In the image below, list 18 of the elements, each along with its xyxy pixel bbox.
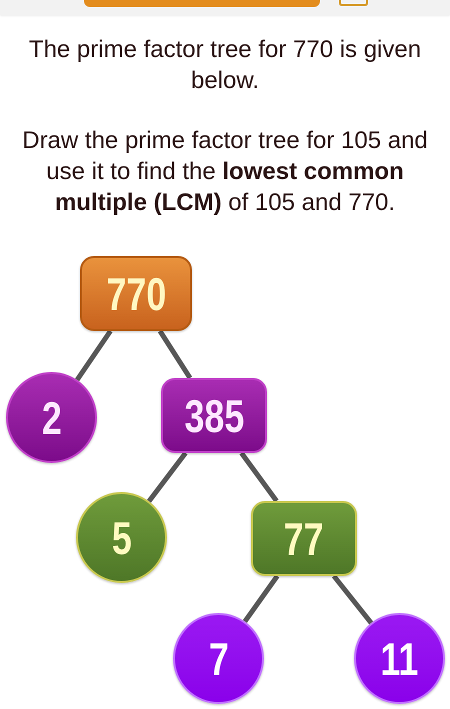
number-label: 5 bbox=[112, 514, 132, 560]
factor-box bbox=[251, 501, 357, 576]
number-label: 385 bbox=[184, 392, 244, 438]
connector-line bbox=[158, 330, 192, 380]
connector-line bbox=[242, 574, 280, 623]
instruction-text: Draw the prime factor tree for 105 and use it to find the lowest common multiple (LCM) of 105 and 770. bbox=[21, 126, 429, 218]
instruction-text: The prime factor tree for 770 is given below. bbox=[28, 35, 422, 96]
connector-line bbox=[332, 574, 374, 624]
number-label: 2 bbox=[42, 394, 62, 440]
factor-box bbox=[80, 256, 192, 331]
number-label: 7 bbox=[208, 636, 228, 682]
connector-line bbox=[239, 452, 279, 502]
factor-box bbox=[161, 378, 267, 453]
number-label: 770 bbox=[106, 270, 166, 316]
connector-line bbox=[147, 451, 188, 503]
number-label: 77 bbox=[284, 516, 324, 562]
number-label: 11 bbox=[380, 636, 418, 682]
connector-line bbox=[75, 330, 113, 382]
